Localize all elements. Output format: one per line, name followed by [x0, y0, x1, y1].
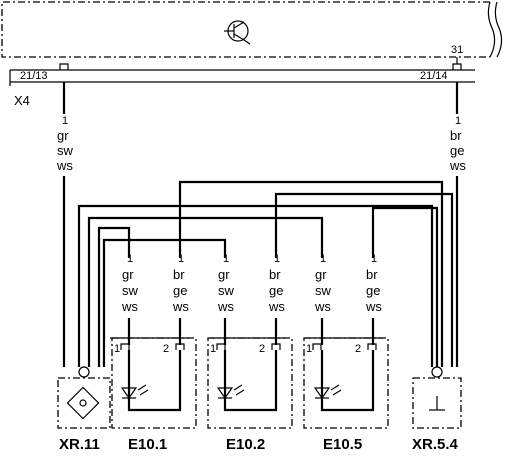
- component-xr-5-4: XR.5.4: [412, 366, 462, 453]
- svg-text:ws: ws: [449, 158, 466, 173]
- connector-label: X4: [14, 93, 30, 108]
- led-icon: [216, 384, 245, 400]
- branch-label: 1 gr sw ws: [314, 253, 332, 314]
- svg-text:br: br: [450, 128, 462, 143]
- svg-text:2: 2: [259, 343, 265, 355]
- svg-text:1: 1: [62, 115, 68, 127]
- transistor-icon: [224, 20, 251, 45]
- svg-text:ws: ws: [217, 299, 234, 314]
- svg-text:ws: ws: [172, 299, 189, 314]
- pin-21-13-label: 21/13: [20, 70, 48, 82]
- component-xr-11: XR.11: [57, 366, 111, 453]
- svg-text:1: 1: [455, 115, 461, 127]
- svg-text:br: br: [366, 267, 378, 282]
- svg-text:1: 1: [210, 343, 216, 355]
- svg-text:1: 1: [114, 343, 120, 355]
- ground-icon: [429, 396, 445, 411]
- svg-text:1: 1: [274, 253, 280, 265]
- component-label: E10.5: [323, 436, 362, 453]
- led-icon: [313, 384, 342, 400]
- svg-text:1: 1: [223, 253, 229, 265]
- ground-pin-label: 31: [451, 44, 463, 56]
- branch-label: 1 gr sw ws: [121, 253, 139, 314]
- svg-text:ws: ws: [314, 299, 331, 314]
- svg-text:gr: gr: [57, 128, 69, 143]
- svg-text:br: br: [269, 267, 281, 282]
- svg-text:sw: sw: [315, 283, 332, 298]
- branch-label: 1 gr sw ws: [217, 253, 235, 314]
- svg-text:ge: ge: [269, 283, 283, 298]
- svg-text:ge: ge: [450, 143, 464, 158]
- component-label: XR.11: [59, 436, 100, 453]
- wire-label-right: 1 br ge ws: [449, 115, 466, 173]
- wire-label-left: 1 gr sw ws: [56, 115, 74, 173]
- svg-text:ws: ws: [268, 299, 285, 314]
- svg-text:gr: gr: [122, 267, 134, 282]
- svg-text:br: br: [173, 267, 185, 282]
- branch-label: 1 br ge ws: [365, 253, 382, 314]
- component-label: E10.2: [226, 436, 265, 453]
- svg-text:sw: sw: [218, 283, 235, 298]
- svg-text:gr: gr: [218, 267, 230, 282]
- svg-text:1: 1: [371, 253, 377, 265]
- branch-label: 1 br ge ws: [268, 253, 285, 314]
- svg-text:gr: gr: [315, 267, 327, 282]
- svg-text:1: 1: [127, 253, 133, 265]
- pin-socket-icon: [59, 63, 69, 70]
- component-label: E10.1: [128, 436, 167, 453]
- branch-label: 1 br ge ws: [172, 253, 189, 314]
- control-module: 31: [1, 1, 503, 58]
- svg-text:ge: ge: [366, 283, 380, 298]
- pin-21-14-label: 21/14: [420, 70, 448, 82]
- svg-text:sw: sw: [122, 283, 139, 298]
- connector-x4: 21/13 21/14 X4: [9, 57, 475, 108]
- component-e10-2: 1 2 E10.2: [207, 337, 293, 453]
- component-e10-1: 1 2 E10.1: [111, 337, 197, 453]
- svg-text:ge: ge: [173, 283, 187, 298]
- svg-text:ws: ws: [365, 299, 382, 314]
- wires: [62, 82, 459, 367]
- pin-socket-icon: [452, 63, 462, 70]
- component-label: XR.5.4: [412, 436, 459, 453]
- diamond-connector-icon: [66, 386, 100, 420]
- svg-text:1: 1: [320, 253, 326, 265]
- svg-text:2: 2: [355, 343, 361, 355]
- svg-text:ws: ws: [56, 158, 73, 173]
- svg-text:1: 1: [306, 343, 312, 355]
- component-e10-5: 1 2 E10.5: [303, 337, 389, 453]
- svg-text:ws: ws: [121, 299, 138, 314]
- svg-text:2: 2: [163, 343, 169, 355]
- led-icon: [120, 384, 149, 400]
- svg-text:1: 1: [178, 253, 184, 265]
- svg-text:sw: sw: [57, 143, 74, 158]
